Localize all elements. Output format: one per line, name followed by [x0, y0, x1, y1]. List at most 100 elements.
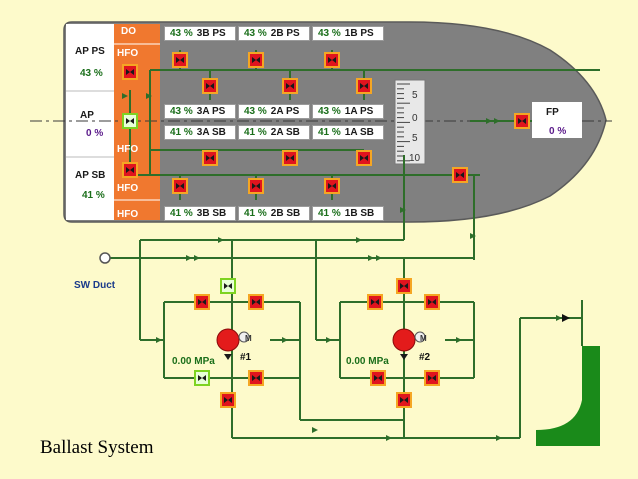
draft-label-0: 0 [412, 113, 418, 124]
valve-closed-icon[interactable] [324, 52, 340, 68]
tank-1a-ps[interactable]: 43 %1A PS [312, 104, 384, 119]
tank-level: 43 % [244, 106, 267, 117]
flow-arrow-icon [186, 255, 192, 261]
diagram-caption: Ballast System [40, 437, 154, 458]
valve-closed-icon[interactable] [367, 294, 383, 310]
valve-closed-icon[interactable] [248, 52, 264, 68]
flow-arrow-icon [494, 118, 500, 124]
valve-closed-icon[interactable] [356, 150, 372, 166]
flow-arrow-icon [470, 233, 476, 239]
tank-level: 41 % [244, 208, 267, 219]
tank-level: 41 % [170, 208, 193, 219]
valve-closed-icon[interactable] [424, 294, 440, 310]
valve-closed-icon[interactable] [172, 52, 188, 68]
pump-body-icon [216, 328, 240, 352]
valve-closed-icon[interactable] [396, 392, 412, 408]
flow-arrow-icon [146, 93, 152, 99]
fp-tank-box [532, 102, 582, 138]
valve-closed-icon[interactable] [282, 150, 298, 166]
valve-closed-icon[interactable] [122, 162, 138, 178]
tank-level: 41 % [244, 127, 267, 138]
tank-1a-sb[interactable]: 41 %1A SB [312, 125, 384, 140]
tank-1b-ps[interactable]: 43 %1B PS [312, 26, 384, 41]
tank-name: 2B SB [270, 208, 301, 219]
pump-1-motor-label: M [245, 334, 252, 343]
tank-1b-sb[interactable]: 41 %1B SB [312, 206, 384, 221]
tank-level: 43 % [170, 28, 193, 39]
tank-name: 3B SB [196, 208, 227, 219]
sea-chest [536, 346, 600, 446]
tank-2a-ps[interactable]: 43 %2A PS [238, 104, 310, 119]
tank-3b-sb[interactable]: 41 %3B SB [164, 206, 236, 221]
flow-arrow-icon [400, 207, 406, 213]
aft-panel [66, 24, 114, 220]
tank-level: 43 % [318, 28, 341, 39]
tank-level: 43 % [318, 106, 341, 117]
tank-name: 3B PS [196, 28, 226, 39]
valve-closed-icon[interactable] [370, 370, 386, 386]
valve-closed-icon[interactable] [248, 178, 264, 194]
tank-2a-sb[interactable]: 41 %2A SB [238, 125, 310, 140]
tank-2b-sb[interactable]: 41 %2B SB [238, 206, 310, 221]
hfo-label-top: HFO [117, 48, 139, 59]
pump-2-id: #2 [419, 352, 431, 363]
tank-3a-sb[interactable]: 41 %3A SB [164, 125, 236, 140]
flow-arrow-icon [556, 315, 562, 321]
valve-open-icon[interactable] [194, 370, 210, 386]
hfo-label-mid: HFO [117, 144, 139, 155]
valve-closed-icon[interactable] [514, 113, 530, 129]
flow-arrow-icon [122, 93, 128, 99]
flow-arrow-icon [496, 435, 502, 441]
fp-level: 0 % [549, 126, 567, 137]
valve-closed-icon[interactable] [396, 278, 412, 294]
flow-arrow-icon [218, 237, 224, 243]
valve-closed-icon[interactable] [202, 78, 218, 94]
draft-label-5-down: 5 [412, 133, 418, 144]
pump-2[interactable] [392, 328, 426, 360]
valve-closed-icon[interactable] [248, 294, 264, 310]
valve-closed-icon[interactable] [172, 178, 188, 194]
valve-closed-icon[interactable] [194, 294, 210, 310]
flow-arrow-icon [456, 337, 462, 343]
pump-2-pressure: 0.00 MPa [346, 356, 389, 367]
ap-ps-level: 43 % [80, 68, 103, 79]
valve-closed-icon[interactable] [356, 78, 372, 94]
valve-open-icon[interactable] [220, 278, 236, 294]
ap-sb-level: 41 % [82, 190, 105, 201]
valve-closed-icon[interactable] [282, 78, 298, 94]
tank-name: 3A PS [196, 106, 226, 117]
flow-arrow-icon [368, 255, 374, 261]
tank-2b-ps[interactable]: 43 %2B PS [238, 26, 310, 41]
flow-arrow-icon [282, 337, 288, 343]
flow-arrow-icon [386, 435, 392, 441]
valve-closed-icon[interactable] [424, 370, 440, 386]
valve-closed-icon[interactable] [452, 167, 468, 183]
valve-closed-icon[interactable] [202, 150, 218, 166]
tank-3b-ps[interactable]: 43 %3B PS [164, 26, 236, 41]
tank-level: 43 % [244, 28, 267, 39]
flow-arrow-icon [312, 427, 318, 433]
pump-2-motor-label: M [420, 334, 427, 343]
tank-name: 1B PS [344, 28, 374, 39]
tank-level: 41 % [170, 127, 193, 138]
pump-1-pressure: 0.00 MPa [172, 356, 215, 367]
tank-level: 41 % [318, 208, 341, 219]
do-label: DO [121, 26, 136, 37]
ap-name: AP [80, 110, 94, 121]
valve-closed-icon[interactable] [220, 392, 236, 408]
check-valve-icon [224, 354, 232, 360]
pump-1[interactable] [216, 328, 250, 360]
tank-3a-ps[interactable]: 43 %3A PS [164, 104, 236, 119]
ship-hull [63, 21, 607, 223]
motor-icon [414, 331, 426, 343]
fp-name: FP [546, 107, 559, 118]
valve-closed-icon[interactable] [324, 178, 340, 194]
tank-name: 3A SB [196, 127, 226, 138]
valve-open-icon[interactable] [122, 113, 138, 129]
flow-arrow-icon [486, 118, 492, 124]
valve-closed-icon[interactable] [248, 370, 264, 386]
valve-closed-icon[interactable] [122, 64, 138, 80]
flow-arrow-icon [326, 337, 332, 343]
